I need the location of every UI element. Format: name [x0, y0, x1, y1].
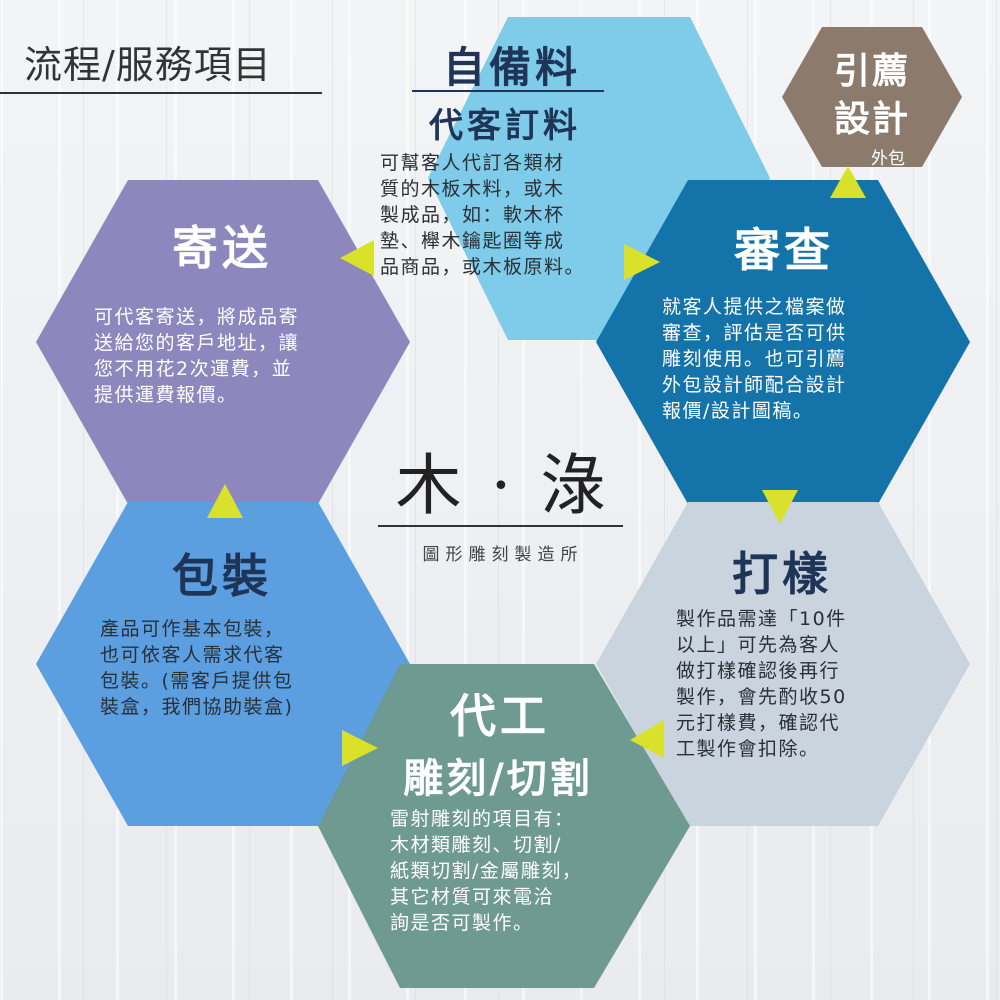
processing-subtitle: 雕刻/切割 [403, 756, 593, 802]
brand-divider [378, 525, 623, 527]
hex-shipping [36, 180, 410, 504]
brand-name: 木 · 淥 [395, 447, 611, 524]
hex-sample [596, 502, 970, 826]
packaging-description: 產品可作基本包裝， 也可依客人需求代客 包裝。(需客戶提供包 裝盒，我們協助裝盒… [100, 616, 293, 720]
desc-line: 可代客寄送，將成品寄 [94, 306, 300, 328]
desc-line: 質的木板木料，或木 [380, 178, 565, 200]
arrow-down-to-sample-icon [762, 490, 798, 524]
desc-line: 裝盒，我們協助裝盒) [100, 696, 294, 718]
title-divider [0, 92, 322, 94]
desc-line: 包裝。(需客戶提供包 [100, 670, 294, 692]
shipping-title: 寄送 [172, 221, 272, 275]
sample-description: 製作品需達「10件 以上」可先為客人 做打樣確認後再行 製作，會先酌收50 元打… [676, 606, 847, 762]
sample-title: 打樣 [732, 547, 832, 601]
hex-review [596, 180, 970, 504]
desc-line: 雷射雕刻的項目有： [390, 808, 575, 830]
desc-line: 產品可作基本包裝， [100, 618, 285, 640]
hex-packaging [36, 502, 410, 826]
desc-line: 就客人提供之檔案做 [662, 296, 847, 318]
desc-line: 審查，評估是否可供 [662, 322, 847, 344]
desc-line: 木材類雕刻、切割/ [390, 834, 562, 856]
shipping-description: 可代客寄送，將成品寄 送給您的客戶地址，讓 您不用花2次運費，並 提供運費報價。 [94, 304, 299, 408]
desc-line: 製成品，如：軟木杯 [380, 204, 565, 226]
desc-line: 墊、櫸木鑰匙圈等成 [380, 230, 565, 252]
desc-line: 其它材質可來電洽 [390, 886, 555, 908]
design-note: 外包 [871, 149, 905, 169]
processing-description: 雷射雕刻的項目有： 木材類雕刻、切割/ 紙類切割/金屬雕刻， 其它材質可來電洽 … [390, 806, 582, 936]
page-title: 流程/服務項目 [24, 43, 272, 87]
self-material-description: 可幫客人代訂各類材 質的木板木料，或木 製成品，如：軟木杯 墊、櫸木鑰匙圈等成 … [380, 150, 585, 280]
desc-line: 雕刻使用。也可引薦 [662, 348, 847, 370]
desc-line: 紙類切割/金屬雕刻， [390, 860, 583, 882]
arrow-up-to-design-icon [830, 166, 866, 198]
brand-subtitle: 圖形雕刻製造所 [422, 545, 584, 565]
self-material-title: 自備料 [442, 43, 582, 92]
hex-processing [318, 664, 690, 988]
design-title-line2: 設計 [833, 99, 911, 140]
self-material-divider [412, 90, 604, 92]
desc-line: 詢是否可製作。 [390, 912, 534, 934]
arrow-left-to-processing-icon [630, 720, 664, 758]
desc-line: 您不用花2次運費，並 [94, 358, 293, 380]
desc-line: 做打樣確認後再行 [676, 660, 841, 682]
desc-line: 品商品，或木板原料。 [380, 256, 586, 278]
desc-line: 提供運費報價。 [94, 384, 238, 406]
review-description: 就客人提供之檔案做 審查，評估是否可供 雕刻使用。也可引薦 外包設計師配合設計 … [662, 294, 847, 424]
hex-design [782, 27, 962, 167]
desc-line: 元打樣費，確認代 [676, 712, 841, 734]
processing-title: 代工 [450, 689, 550, 743]
desc-line: 外包設計師配合設計 [662, 374, 847, 396]
desc-line: 也可依客人需求代客 [100, 644, 285, 666]
design-title-line1: 引薦 [833, 51, 911, 92]
arrow-up-to-shipping-icon [207, 484, 243, 518]
self-material-subtitle: 代客訂料 [429, 106, 581, 146]
desc-line: 製作品需達「10件 [676, 608, 847, 630]
review-title: 審查 [734, 223, 834, 277]
arrow-left-to-shipping-icon [340, 240, 374, 276]
arrow-right-to-review-icon [624, 244, 660, 280]
desc-line: 製作，會先酌收50 [676, 686, 847, 708]
desc-line: 可幫客人代訂各類材 [380, 152, 565, 174]
arrow-right-to-processing-icon [342, 730, 378, 766]
desc-line: 工製作會扣除。 [676, 738, 820, 760]
desc-line: 以上」可先為客人 [676, 634, 841, 656]
packaging-title: 包裝 [172, 549, 272, 603]
desc-line: 送給您的客戶地址，讓 [94, 332, 300, 354]
desc-line: 報價/設計圖稿。 [662, 400, 814, 422]
